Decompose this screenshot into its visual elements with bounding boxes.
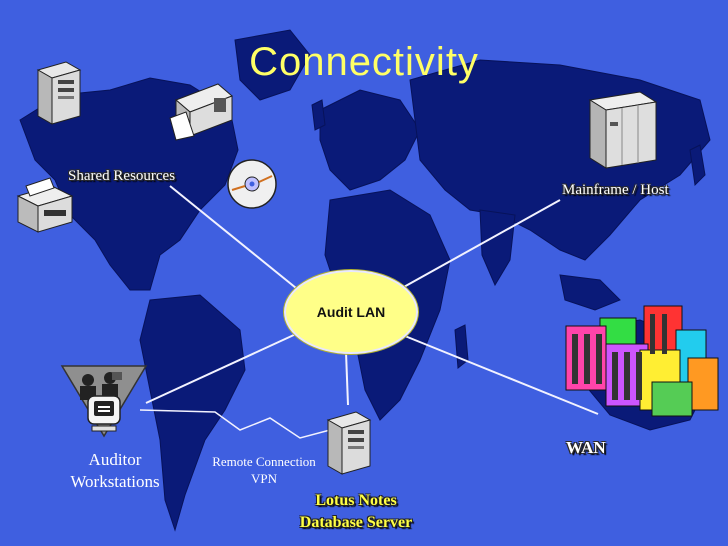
asia-land xyxy=(409,59,711,261)
lotus-notes-label-line1: Lotus Notes xyxy=(315,492,397,509)
audit-lan-hub: Audit LAN xyxy=(284,270,418,354)
lotus-notes-label-line2: Database Server xyxy=(299,514,413,531)
link-auditor xyxy=(145,333,297,404)
wan-buildings-icon xyxy=(565,305,719,417)
link-shared-resources xyxy=(169,185,297,289)
islands-land xyxy=(559,274,621,311)
greenland-land xyxy=(234,29,311,101)
shared-resources-label: Shared Resources xyxy=(68,168,176,184)
south-america-land xyxy=(139,294,246,532)
auditor-label-line2: Workstations xyxy=(70,472,160,491)
link-lotus xyxy=(345,351,349,406)
laser-printer-icon xyxy=(169,83,233,141)
cd-disc-icon xyxy=(227,159,277,209)
india-land xyxy=(479,209,516,287)
link-remote-vpn xyxy=(139,409,331,439)
auditor-workstation-icon xyxy=(60,365,148,438)
link-wan xyxy=(399,333,599,415)
desktop-printer-icon xyxy=(16,177,74,233)
japan-land xyxy=(689,144,706,187)
mainframe-label: Mainframe / Host xyxy=(562,182,669,198)
remote-connection-label-line2: VPN xyxy=(250,471,277,486)
auditor-label-line1: Auditor xyxy=(88,450,142,469)
uk-land xyxy=(311,99,326,131)
server-tower-icon xyxy=(36,61,82,125)
link-mainframe xyxy=(401,199,561,289)
mainframe-icon xyxy=(588,91,658,169)
page-title: Connectivity xyxy=(249,40,479,84)
europe-land xyxy=(319,89,421,191)
remote-connection-label-line1: Remote Connection xyxy=(212,454,316,469)
wan-label: WAN xyxy=(566,438,606,457)
database-server-icon xyxy=(326,411,372,475)
